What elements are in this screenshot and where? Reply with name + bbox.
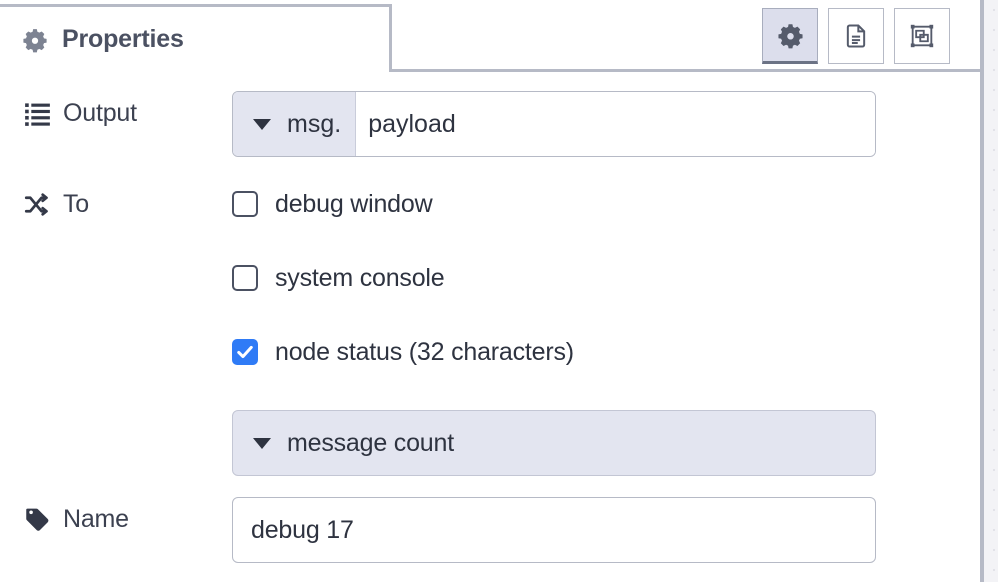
checkbox-icon-checked bbox=[232, 339, 258, 365]
appearance-button[interactable] bbox=[894, 8, 950, 64]
name-label: Name bbox=[0, 497, 232, 541]
checkbox-icon-unchecked bbox=[232, 191, 258, 217]
gear-icon bbox=[777, 22, 804, 49]
shuffle-icon bbox=[24, 191, 51, 218]
checkbox-debug-window-label: debug window bbox=[275, 189, 433, 218]
output-type-label: msg. bbox=[287, 109, 342, 138]
output-label: Output bbox=[0, 91, 232, 135]
chevron-down-icon bbox=[253, 437, 271, 449]
name-input[interactable]: debug 17 bbox=[232, 497, 876, 563]
flow-canvas-strip bbox=[984, 0, 998, 582]
status-content-select-value: message count bbox=[287, 428, 454, 457]
to-options: debug window system console node status … bbox=[232, 182, 876, 476]
to-row: To debug window system console bbox=[0, 182, 980, 476]
name-row: Name debug 17 bbox=[0, 497, 980, 563]
properties-button[interactable] bbox=[762, 8, 818, 64]
checkbox-node-status-label: node status (32 characters) bbox=[275, 337, 574, 366]
checkbox-icon-unchecked bbox=[232, 265, 258, 291]
tab-bar: Properties bbox=[0, 0, 980, 72]
tab-properties-label: Properties bbox=[62, 25, 184, 53]
name-label-text: Name bbox=[63, 504, 129, 533]
checkbox-system-console[interactable]: system console bbox=[232, 256, 876, 300]
checkbox-debug-window[interactable]: debug window bbox=[232, 182, 876, 226]
description-button[interactable] bbox=[828, 8, 884, 64]
appearance-icon bbox=[908, 22, 936, 50]
list-icon bbox=[24, 100, 51, 127]
output-value-input[interactable]: payload bbox=[356, 92, 875, 156]
output-typed-input[interactable]: msg. payload bbox=[232, 91, 876, 157]
output-row: Output msg. payload bbox=[0, 91, 980, 157]
tab-bar-underline bbox=[392, 69, 980, 72]
checkbox-system-console-label: system console bbox=[275, 263, 445, 292]
document-icon bbox=[842, 22, 870, 50]
status-content-select[interactable]: message count bbox=[232, 410, 876, 476]
to-label: To bbox=[0, 182, 232, 226]
tag-icon bbox=[24, 506, 51, 533]
gear-icon bbox=[22, 27, 48, 53]
tab-properties[interactable]: Properties bbox=[0, 4, 392, 72]
to-label-text: To bbox=[63, 189, 90, 218]
checkbox-node-status[interactable]: node status (32 characters) bbox=[232, 330, 876, 374]
chevron-down-icon bbox=[253, 118, 271, 130]
output-label-text: Output bbox=[63, 98, 137, 127]
panel-toolbar bbox=[762, 8, 950, 64]
panel-resize-handle[interactable] bbox=[980, 0, 984, 582]
output-type-selector[interactable]: msg. bbox=[233, 92, 357, 156]
